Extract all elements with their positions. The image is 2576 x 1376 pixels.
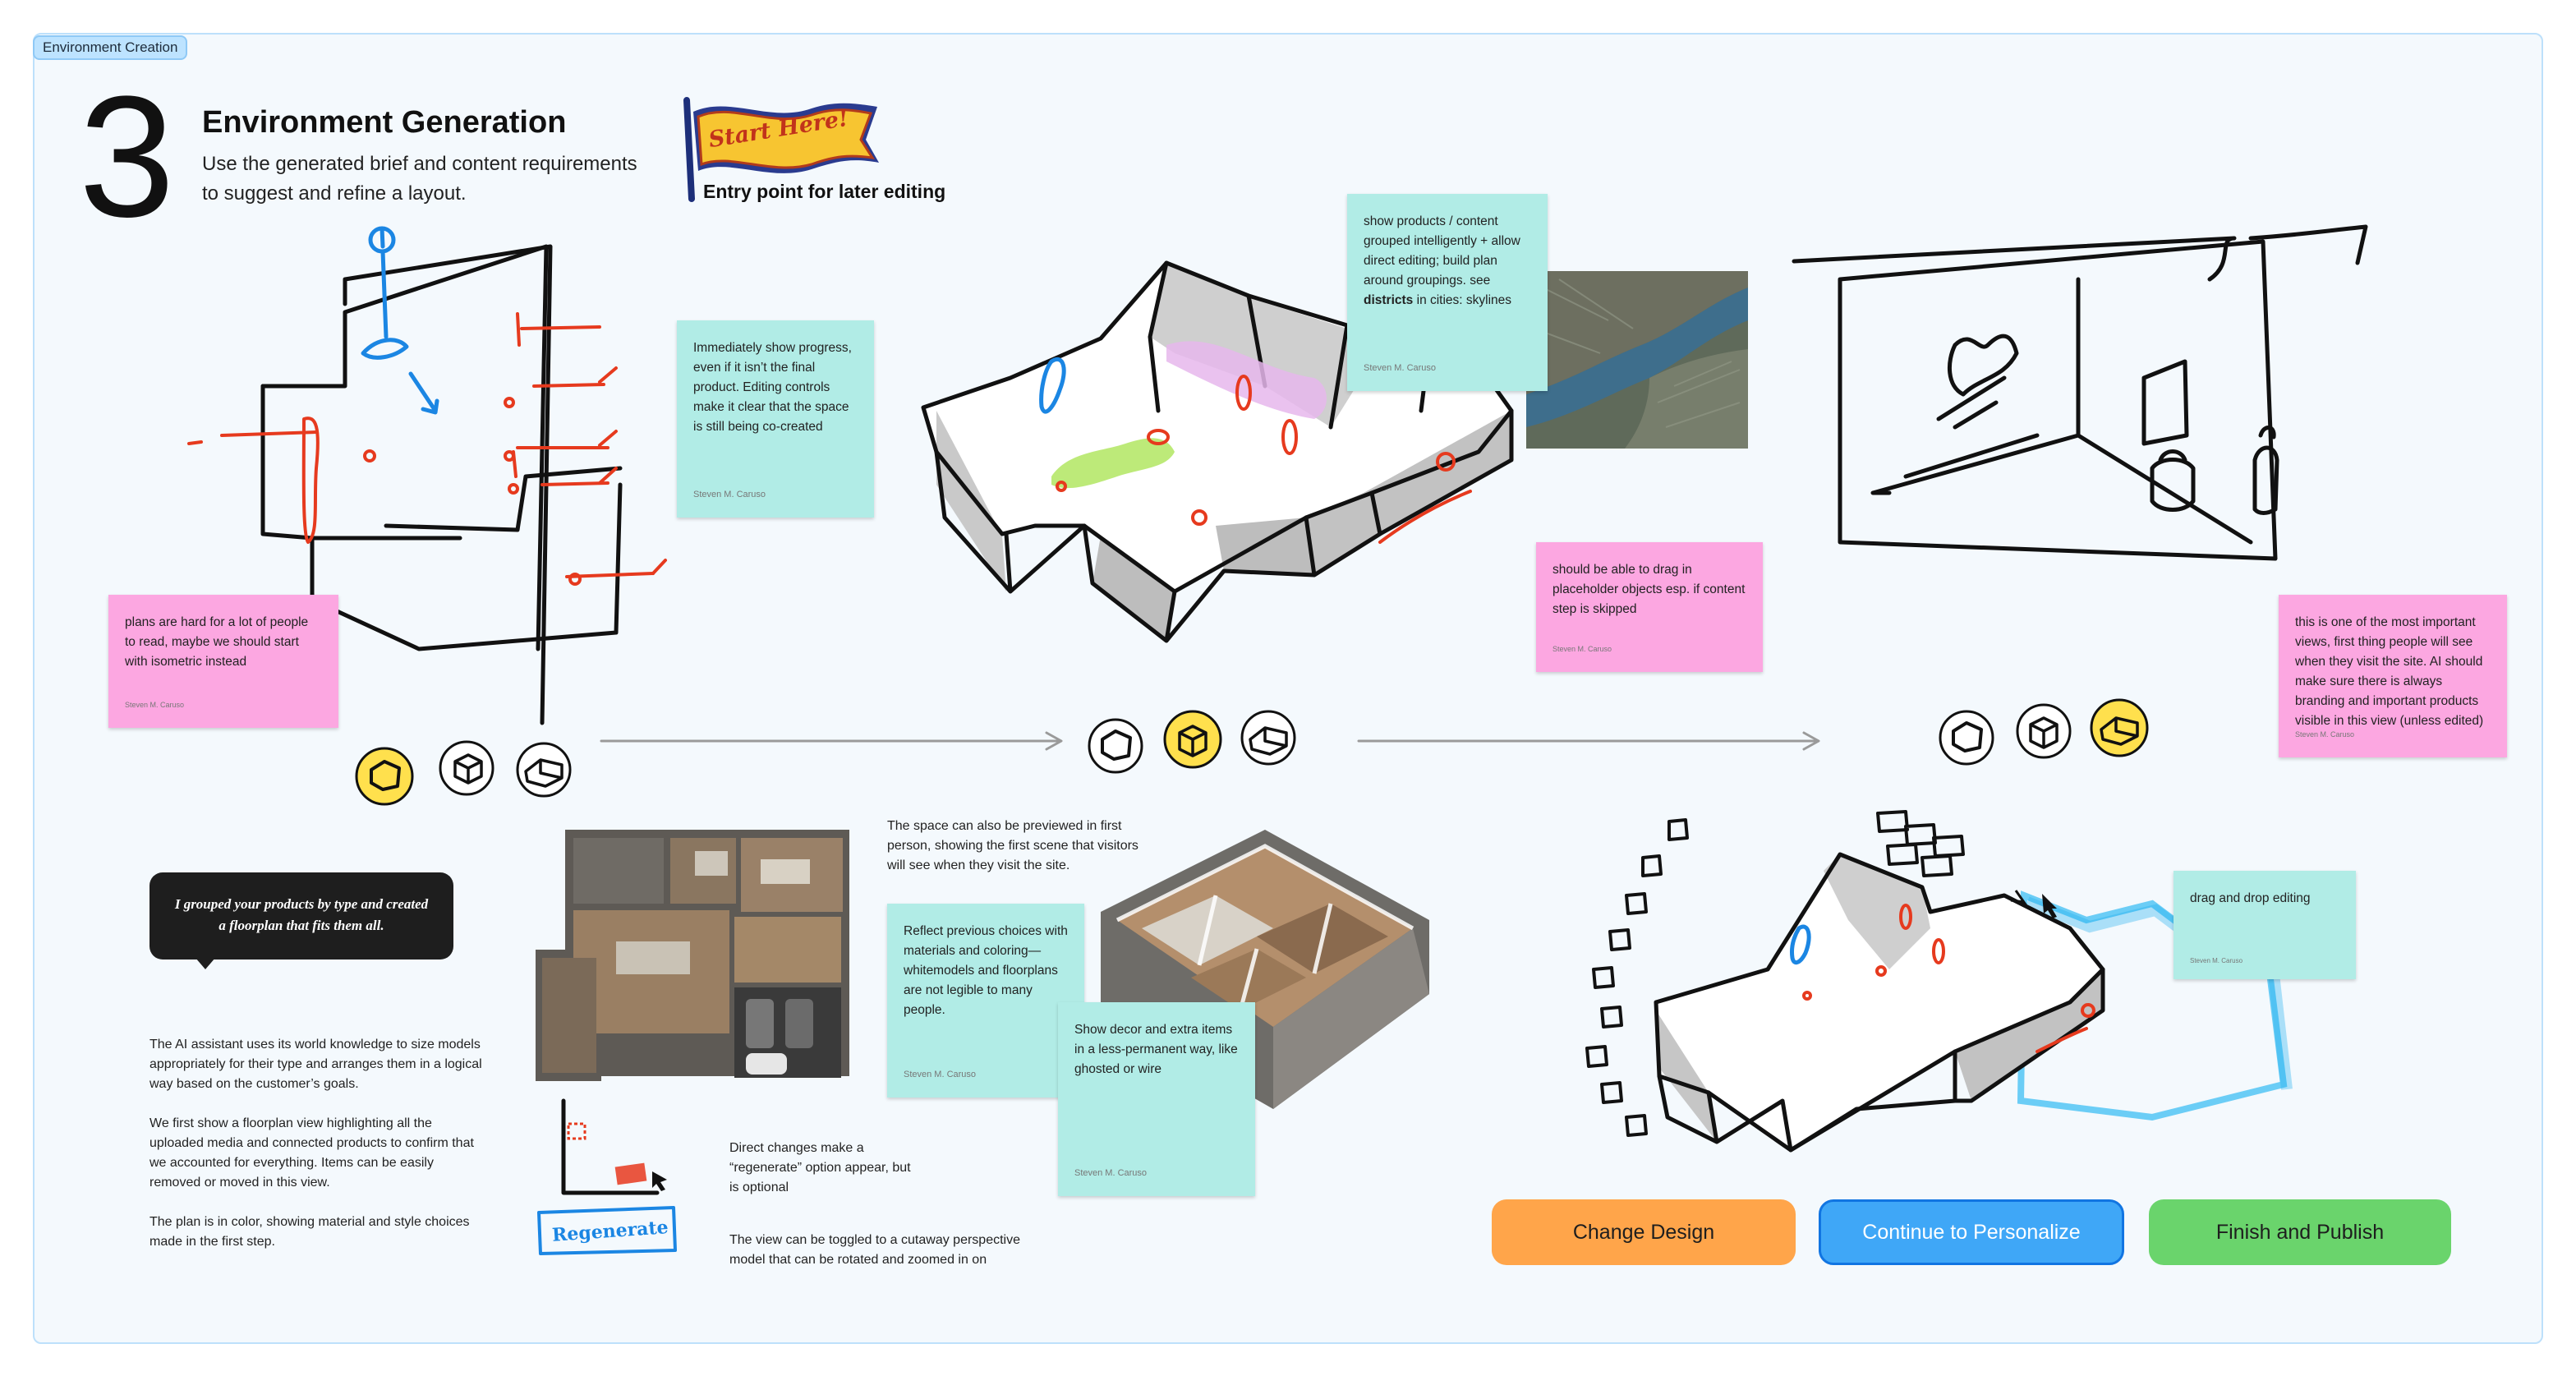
- floorplan-icon: [355, 747, 414, 806]
- floorplan-sketch: [187, 226, 667, 725]
- sticky-author: Steven M. Caruso: [1552, 645, 1612, 653]
- isometric-layout-sketch: [921, 260, 1514, 643]
- environment-creation-frame[interactable]: [33, 33, 2543, 1344]
- isometric-box-icon: [439, 740, 494, 796]
- speech-bubble-tail: [196, 958, 215, 969]
- regenerate-sketch: [537, 1098, 677, 1255]
- sticky-note-reflect-choices[interactable]: Reflect previous choices with materials …: [887, 904, 1084, 1098]
- sticky-text: should be able to drag in placeholder ob…: [1552, 563, 1746, 616]
- continue-to-personalize-button[interactable]: Continue to Personalize: [1819, 1199, 2124, 1265]
- ai-description-para-1: The AI assistant uses its world knowledg…: [150, 1038, 482, 1091]
- sticky-author: Steven M. Caruso: [125, 701, 185, 709]
- floorplan-render: [531, 826, 854, 1091]
- sticky-author: Steven M. Caruso: [1074, 1168, 1148, 1178]
- floorplan-icon: [1088, 718, 1143, 774]
- start-here-flag: [683, 97, 879, 202]
- sticky-text-bold: districts: [1364, 293, 1414, 307]
- arrow-right-icon: [600, 731, 1063, 751]
- sticky-note-important-view[interactable]: this is one of the most important views,…: [2279, 595, 2507, 757]
- sticky-note-plans[interactable]: plans are hard for a lot of people to re…: [108, 595, 338, 728]
- sticky-author: Steven M. Caruso: [2295, 730, 2355, 739]
- isometric-box-icon: [2016, 703, 2072, 759]
- cutaway-room-icon: [2090, 698, 2149, 757]
- cursor-icon: [652, 1171, 667, 1191]
- city-districts-photo: [1526, 271, 1748, 449]
- sticky-note-drag-placeholders[interactable]: should be able to drag in placeholder ob…: [1536, 542, 1763, 672]
- icon-row-cutaway[interactable]: [1934, 698, 2164, 772]
- sticky-text: show products / content grouped intellig…: [1364, 212, 1531, 311]
- sticky-text: Reflect previous choices with materials …: [904, 924, 1068, 1017]
- arrow-right-icon: [1357, 731, 1820, 751]
- sticky-author: Steven M. Caruso: [904, 1070, 977, 1079]
- finish-and-publish-button[interactable]: Finish and Publish: [2149, 1199, 2451, 1265]
- cutaway-room-icon: [1240, 710, 1296, 766]
- sticky-author: Steven M. Caruso: [693, 490, 766, 499]
- sticky-note-decor[interactable]: Show decor and extra items in a less-per…: [1058, 1002, 1255, 1196]
- first-person-view-sketch: [1792, 224, 2368, 561]
- frame-label[interactable]: Environment Creation: [33, 35, 188, 60]
- sticky-text-tail: in cities: skylines: [1413, 293, 1512, 307]
- note-first-person-preview: The space can also be previewed in first…: [887, 819, 1138, 872]
- sticky-text: Immediately show progress, even if it is…: [693, 341, 852, 434]
- drag-drop-editing-sketch: [1585, 810, 2293, 1153]
- flag-caption: Entry point for later editing: [703, 181, 946, 202]
- sticky-text: this is one of the most important views,…: [2295, 615, 2484, 728]
- icon-row-floorplan[interactable]: [353, 735, 583, 809]
- sticky-text: drag and drop editing: [2190, 891, 2311, 905]
- note-direct-changes: Direct changes make a “regenerate” optio…: [729, 1141, 911, 1194]
- sticky-author: Steven M. Caruso: [2190, 957, 2243, 964]
- ai-description-para-2: We first show a floorplan view highlight…: [150, 1116, 474, 1190]
- page-subtitle: Use the generated brief and content requ…: [202, 153, 637, 205]
- step-number: 3: [79, 60, 175, 253]
- isometric-box-icon: [1163, 710, 1222, 769]
- assistant-speech-bubble: I grouped your products by type and crea…: [150, 872, 453, 960]
- sticky-text-lead: show products / content grouped intellig…: [1364, 214, 1520, 288]
- sticky-author: Steven M. Caruso: [1364, 363, 1437, 373]
- change-design-button[interactable]: Change Design: [1492, 1199, 1796, 1265]
- sticky-text: Show decor and extra items in a less-per…: [1074, 1023, 1238, 1076]
- note-cutaway-toggle: The view can be toggled to a cutaway per…: [729, 1233, 1020, 1267]
- sticky-text: plans are hard for a lot of people to re…: [125, 615, 309, 669]
- sticky-note-drag-drop[interactable]: drag and drop editing Steven M. Caruso: [2174, 871, 2356, 979]
- sticky-note-products[interactable]: show products / content grouped intellig…: [1347, 194, 1548, 391]
- sticky-note-progress[interactable]: Immediately show progress, even if it is…: [677, 320, 874, 518]
- page-title: Environment Generation: [202, 105, 567, 140]
- cutaway-render: [1092, 813, 1438, 1117]
- cutaway-room-icon: [516, 742, 572, 798]
- icon-row-isometric[interactable]: [1083, 706, 1313, 780]
- floorplan-icon: [1939, 710, 1994, 766]
- ai-description-para-3: The plan is in color, showing material a…: [150, 1215, 470, 1249]
